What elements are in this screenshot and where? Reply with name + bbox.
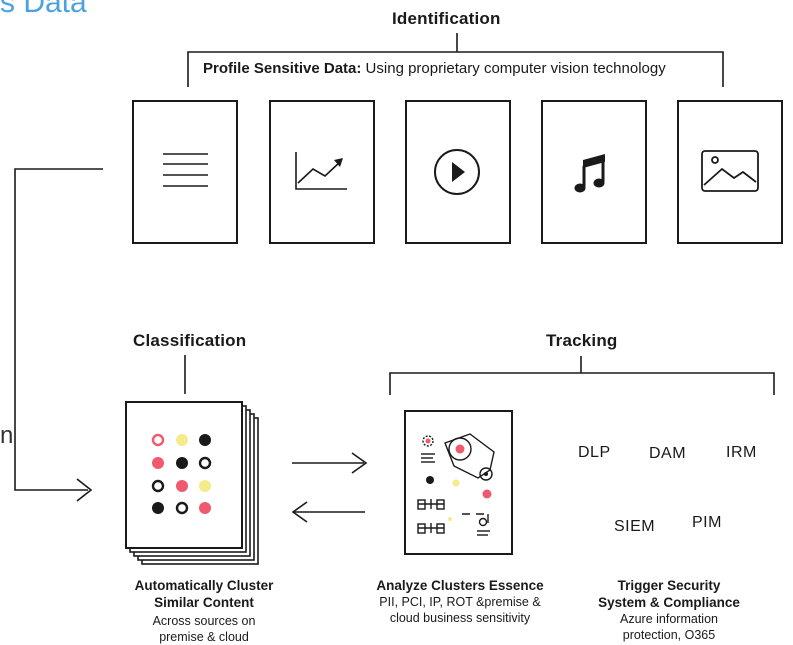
tool-siem: SIEM <box>614 518 656 535</box>
cropped-title-fragment: s Data <box>0 0 87 19</box>
tool-irm: IRM <box>726 444 757 461</box>
trigger-caption: Trigger Security System & Compliance Azu… <box>574 577 764 643</box>
play-triangle-icon <box>452 162 465 182</box>
wheel-hub-dot <box>484 472 488 476</box>
caption-bold-line: Similar Content <box>154 595 254 610</box>
trigger-caption-line: protection, O365 <box>622 628 716 642</box>
machine-red-dot <box>455 444 465 454</box>
analyze-caption-line: cloud business sensitivity <box>389 611 531 625</box>
analyze-caption-bold: Analyze Clusters Essence <box>376 578 544 593</box>
machine-red-dot-2 <box>482 489 492 499</box>
tool-pim: PIM <box>692 514 722 531</box>
caption-line: Across sources on <box>152 614 256 628</box>
text-document-icon <box>132 100 238 244</box>
text-lines-icon <box>163 153 208 187</box>
tool-dlp: DLP <box>578 444 611 461</box>
analyze-caption-line: PII, PCI, IP, ROT &premise & <box>379 595 541 609</box>
machine-small-yellow-dot <box>448 517 452 521</box>
cropped-side-fragment: n <box>0 422 14 449</box>
tracking-bracket <box>389 372 775 395</box>
music-note-icon <box>574 154 605 193</box>
machine-yellow-dot <box>452 479 460 487</box>
trigger-caption-bold: System & Compliance <box>598 595 740 610</box>
tracking-title: Tracking <box>546 331 618 350</box>
profile-label-bold: Profile Sensitive Data: <box>203 60 362 77</box>
loop-arrowhead <box>76 478 93 502</box>
profile-label-text: Using proprietary computer vision techno… <box>361 60 666 77</box>
image-document-icon <box>677 100 783 244</box>
classification-caption: Automatically Cluster Similar Content Ac… <box>104 577 304 645</box>
caption-bold-line: Automatically Cluster <box>134 578 274 593</box>
landscape-image-icon <box>701 150 759 192</box>
music-document-icon <box>541 100 647 244</box>
back-arrowhead <box>291 501 308 523</box>
classification-title: Classification <box>133 331 247 350</box>
chart-arrow-icon <box>334 158 343 167</box>
machine-black-dot <box>426 476 434 484</box>
profile-sensitive-data-label: Profile Sensitive Data: Using proprietar… <box>203 60 666 77</box>
machine-illustration-icon <box>417 433 495 536</box>
loop-connector <box>14 168 103 491</box>
gear-center-dot <box>425 438 431 444</box>
cluster-dot-grid <box>151 433 212 515</box>
trigger-caption-line: Azure information <box>620 612 718 626</box>
caption-line: premise & cloud <box>159 630 249 644</box>
identification-title: Identification <box>392 9 501 28</box>
line-chart-icon <box>295 152 347 190</box>
identification-bracket <box>187 51 724 87</box>
forward-arrowhead <box>351 452 368 474</box>
cluster-document-stack <box>125 401 259 565</box>
analyze-caption: Analyze Clusters Essence PII, PCI, IP, R… <box>350 577 570 626</box>
tool-dam: DAM <box>649 445 687 462</box>
play-circle-icon <box>434 149 480 195</box>
trigger-caption-bold: Trigger Security <box>617 578 721 593</box>
chart-document-icon <box>269 100 375 244</box>
